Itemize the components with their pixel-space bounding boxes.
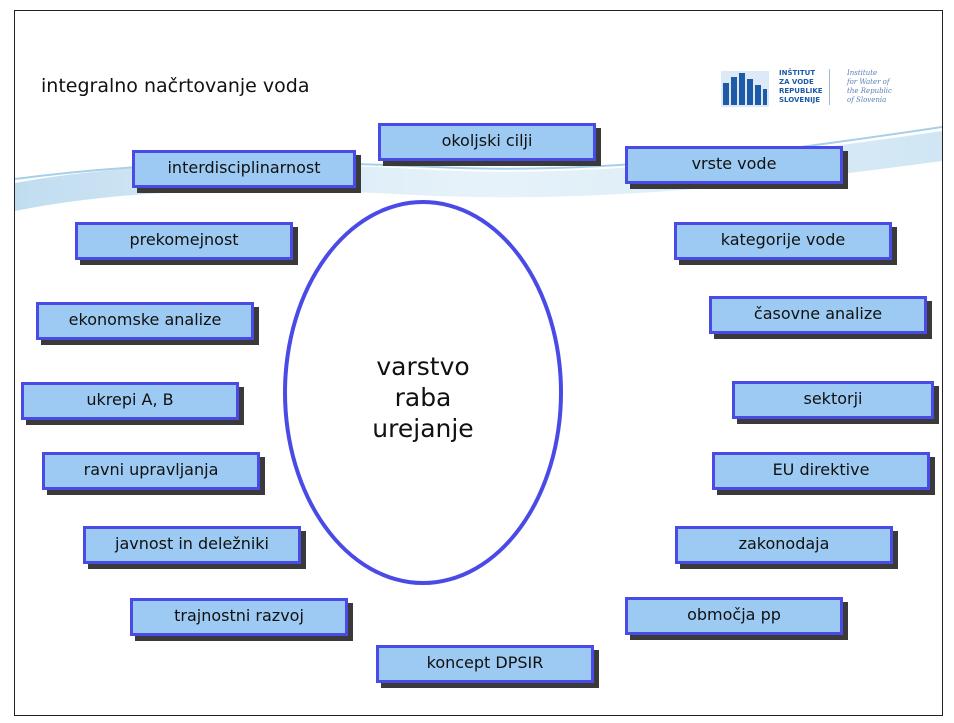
- box-javnost-in-delezniki: javnost in deležniki: [83, 526, 301, 564]
- box-interdisciplinarnost: interdisciplinarnost: [132, 150, 356, 188]
- center-line-urejanje: urejanje: [372, 414, 474, 443]
- logo-eng-line: for Water of: [847, 78, 890, 86]
- box-eu-direktive: EU direktive: [712, 452, 930, 490]
- logo-eng-line: the Republic: [847, 87, 892, 95]
- box-ukrepi: ukrepi A, B: [21, 382, 239, 420]
- box-vrste-vode: vrste vode: [625, 146, 843, 184]
- logo-org-line: ZA VODE: [779, 78, 814, 86]
- box-zakonodaja: zakonodaja: [675, 526, 893, 564]
- institute-logo: INŠTITUT ZA VODE REPUBLIKE SLOVENIJE Ins…: [721, 67, 911, 115]
- logo-org-line: SLOVENIJE: [779, 96, 821, 104]
- box-koncept-dpsir: koncept DPSIR: [376, 645, 594, 683]
- logo-english-name: Institute for Water of the Republic of S…: [847, 69, 892, 105]
- logo-mark-icon: [721, 71, 769, 107]
- box-sektorji: sektorji: [732, 381, 934, 419]
- logo-eng-line: of Slovenia: [847, 96, 887, 104]
- center-line-varstvo: varstvo: [376, 352, 470, 381]
- logo-org-line: REPUBLIKE: [779, 87, 823, 95]
- box-ravni-upravljanja: ravni upravljanja: [42, 452, 260, 490]
- box-ekonomske-analize: ekonomske analize: [36, 302, 254, 340]
- box-kategorije-vode: kategorije vode: [674, 222, 892, 260]
- logo-eng-line: Institute: [847, 69, 878, 77]
- box-obmocja-pp: območja pp: [625, 597, 843, 635]
- slide: integralno načrtovanje voda INŠTITUT ZA …: [14, 10, 943, 716]
- center-label: varstvo raba urejanje: [283, 351, 563, 444]
- box-trajnostni-razvoj: trajnostni razvoj: [130, 598, 348, 636]
- slide-title: integralno načrtovanje voda: [41, 75, 310, 97]
- logo-org-line: INŠTITUT: [779, 69, 816, 77]
- center-circle: [283, 200, 563, 585]
- box-prekomejnost: prekomejnost: [75, 222, 293, 260]
- box-casovne-analize: časovne analize: [709, 296, 927, 334]
- logo-org-name: INŠTITUT ZA VODE REPUBLIKE SLOVENIJE: [779, 69, 830, 105]
- box-okoljski-cilji: okoljski cilji: [378, 123, 596, 161]
- center-line-raba: raba: [394, 383, 452, 412]
